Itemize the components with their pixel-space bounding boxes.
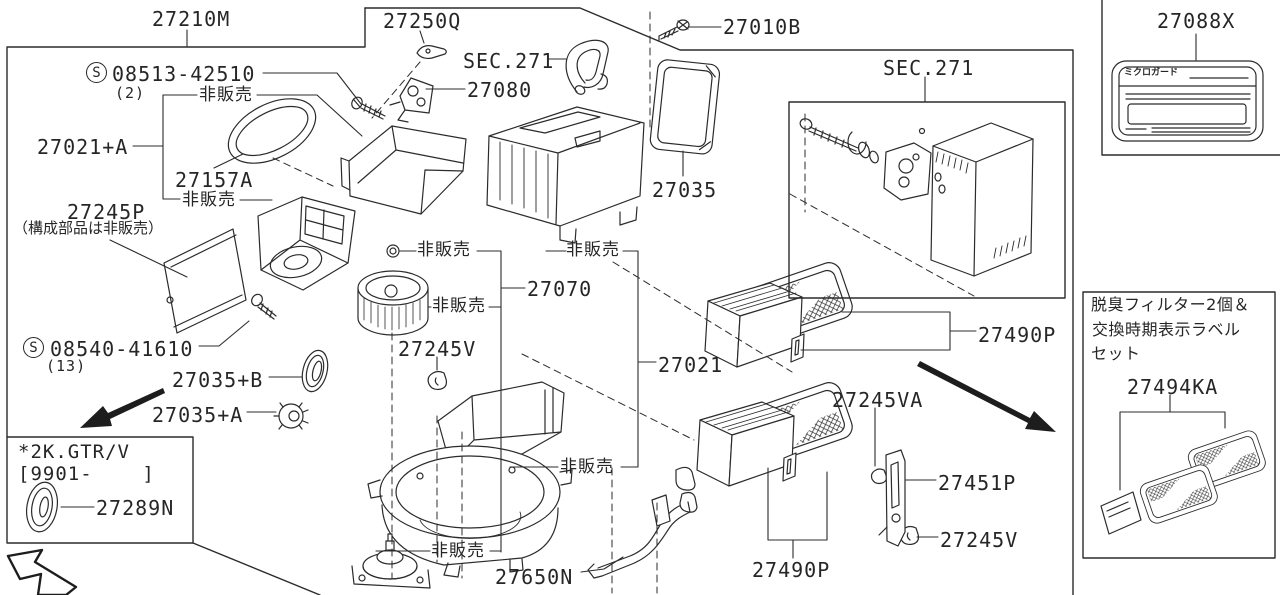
- part-label-27245va: 27245VA: [832, 388, 924, 412]
- part-label-27080: 27080: [467, 78, 533, 102]
- callout-lines: [60, 26, 1226, 573]
- sticker-text: ミクロガード: [1124, 68, 1179, 78]
- expansion-valve-parts-drawing: [799, 118, 946, 201]
- blower-fan-drawing: [357, 270, 429, 336]
- not-sold-label-3: 非販売: [417, 240, 471, 260]
- seal-27035-drawing: [649, 59, 721, 155]
- not-sold-label-5: 非販売: [566, 240, 620, 260]
- part-label-27494ka: 27494KA: [1127, 375, 1219, 399]
- screw-08540-drawing: [251, 293, 277, 320]
- part-label-27035b: 27035+B: [172, 368, 264, 392]
- filter-upper-pair-drawing: [704, 258, 857, 368]
- sec271-label-2: SEC.271: [883, 56, 975, 80]
- blower-motor-drawing: [351, 533, 431, 589]
- dashed-guide-lines: [272, 11, 975, 594]
- part-label-27021: 27021: [658, 353, 724, 377]
- seal-27157a-drawing: [227, 98, 317, 164]
- part-label-27070: 27070: [527, 277, 593, 301]
- part-note-27245p: （構成部品は非販売）: [13, 219, 164, 237]
- not-sold-label-1: 非販売: [199, 85, 253, 105]
- direction-arrow-left: [80, 388, 165, 428]
- part-label-27010b: 27010B: [723, 15, 802, 39]
- not-sold-label-7: 非販売: [431, 541, 485, 561]
- hollow-arrow-outline: [6, 548, 78, 595]
- part-label-27650n: 27650N: [495, 565, 574, 589]
- clip-27245v-1-drawing: [427, 370, 448, 391]
- screw-label-08540: 08540-41610: [50, 337, 194, 361]
- clip-27245va-drawing: [870, 468, 888, 485]
- part-label-27451p: 27451P: [938, 471, 1017, 495]
- sec271-label-1: SEC.271: [463, 49, 555, 73]
- part-label-27035: 27035: [652, 178, 718, 202]
- grommet-27289n-drawing: [26, 481, 58, 533]
- part-label-27245v-2: 27245V: [940, 528, 1019, 552]
- sensor-27080-drawing: [389, 77, 434, 123]
- direction-arrow-right: [917, 361, 1056, 432]
- screw-qty-08513: (2): [115, 84, 146, 102]
- not-sold-label-2: 非販売: [182, 190, 236, 210]
- part-label-27490p-2: 27490P: [752, 558, 831, 582]
- not-sold-label-4: 非販売: [432, 296, 486, 316]
- deodorizer-box-line2: 交換時期表示ラベル: [1092, 320, 1241, 339]
- evaporator-drawing: [930, 122, 1034, 277]
- screw-08513-drawing: [351, 96, 386, 120]
- bracket-27451p-drawing: [878, 449, 906, 547]
- nut-drawing: [386, 244, 400, 258]
- part-label-27245v-1: 27245V: [398, 337, 477, 361]
- blower-housing-drawing: [367, 381, 573, 578]
- deodorizer-box-line1: 脱臭フィルター2個＆: [1091, 295, 1250, 314]
- kit-27494ka-drawing: [1100, 428, 1269, 535]
- hose-sec271-drawing: [565, 39, 609, 95]
- clip-27250q-drawing: [416, 45, 447, 60]
- not-sold-label-6: 非販売: [560, 457, 614, 477]
- gtr-box-line2: [9901- ]: [18, 463, 155, 485]
- part-label-27289n: 27289N: [96, 496, 175, 520]
- sticker-27088x-drawing: [1111, 60, 1264, 142]
- part-label-27021a: 27021+A: [37, 135, 129, 159]
- duct-drawing: [340, 125, 467, 215]
- heater-unit-drawing: [486, 106, 645, 244]
- part-label-27210m: 27210M: [152, 7, 231, 31]
- screw-symbol-2: S: [23, 337, 44, 358]
- part-label-27245p: 27245P: [67, 200, 146, 224]
- gtr-box-line1: *2K.GTR/V: [18, 441, 130, 463]
- screw-label-08513: 08513-42510: [112, 62, 256, 86]
- part-label-27157a: 27157A: [175, 168, 254, 192]
- part-label-27490p-1: 27490P: [978, 323, 1057, 347]
- main-border: [6, 0, 1280, 595]
- bolt-27010b-drawing: [658, 19, 690, 41]
- screw-qty-08540: (13): [46, 357, 87, 375]
- deodorizer-box-line3: セット: [1091, 344, 1141, 363]
- part-label-27088x: 27088X: [1157, 9, 1236, 33]
- drain-tube-27650n-drawing: [587, 466, 698, 579]
- knob-27035a-drawing: [273, 402, 309, 430]
- panel-27245p-drawing: [163, 228, 247, 334]
- part-label-27250q: 27250Q: [383, 9, 462, 33]
- grommet-27035b-drawing: [301, 349, 329, 393]
- case-27245p-drawing: [257, 196, 356, 291]
- part-label-27035a: 27035+A: [152, 403, 244, 427]
- screw-symbol-1: S: [86, 62, 107, 83]
